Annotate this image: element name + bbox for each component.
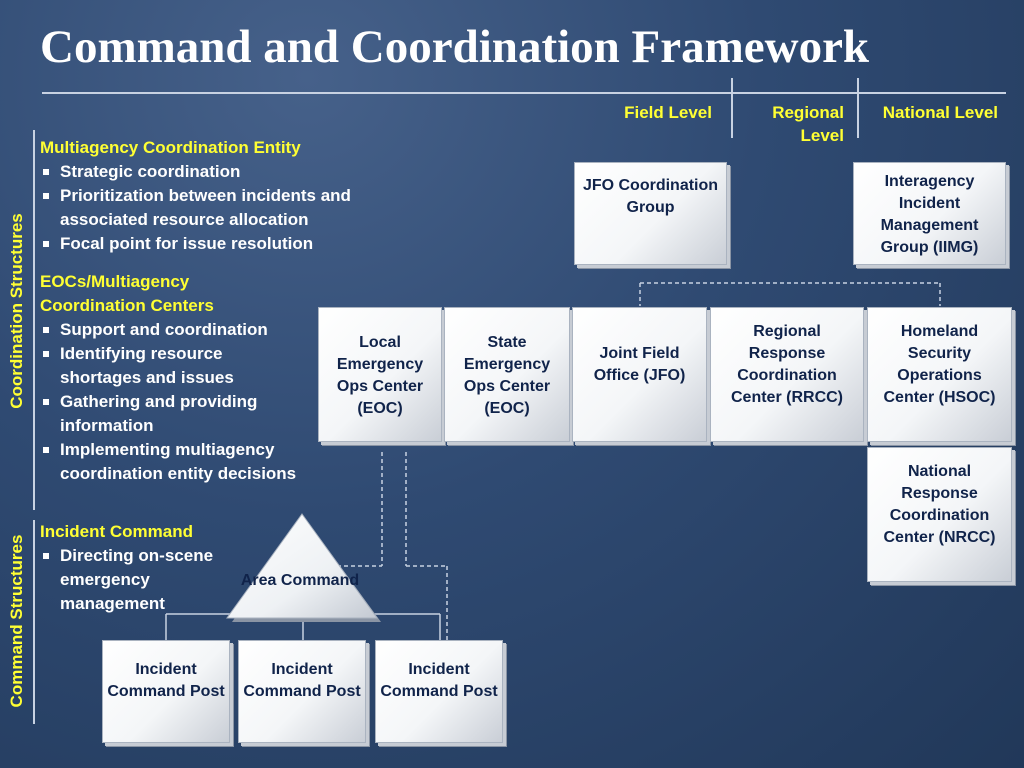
list-item: Support and coordination bbox=[40, 318, 312, 342]
rrcc-box: Regional Response Coordination Center (R… bbox=[710, 307, 864, 442]
nrcc-box: National Response Coordination Center (N… bbox=[867, 447, 1012, 582]
list-item: Focal point for issue resolution bbox=[40, 232, 410, 256]
box-label: Local Emergency Ops Center (EOC) bbox=[336, 334, 424, 417]
regional-level-header: Regional Level bbox=[772, 103, 844, 145]
box-label: Incident Command Post bbox=[107, 661, 225, 700]
area-command-triangle bbox=[226, 513, 378, 619]
national-level-header: National Level bbox=[882, 103, 998, 122]
incident-command-post-box-2: Incident Command Post bbox=[238, 640, 366, 743]
ic-section: Incident Command Directing on-scene emer… bbox=[40, 520, 240, 616]
incident-command-post-box-1: Incident Command Post bbox=[102, 640, 230, 743]
box-label: Interagency Incident Management Group (I… bbox=[880, 173, 979, 256]
incident-command-post-box-3: Incident Command Post bbox=[375, 640, 503, 743]
mac-heading: Multiagency Coordination Entity bbox=[40, 138, 301, 157]
iimg-box: Interagency Incident Management Group (I… bbox=[853, 162, 1006, 265]
title-divider bbox=[42, 92, 1006, 94]
column-divider-2 bbox=[857, 78, 859, 138]
list-item: Directing on-scene emergency management bbox=[40, 544, 232, 616]
command-side-line bbox=[33, 520, 35, 724]
coordination-side-line bbox=[33, 130, 35, 510]
eoc-section: EOCs/Multiagency Coordination Centers Su… bbox=[40, 270, 312, 486]
eoc-bullets: Support and coordination Identifying res… bbox=[40, 318, 312, 486]
local-eoc-box: Local Emergency Ops Center (EOC) bbox=[318, 307, 442, 442]
box-label: Regional Response Coordination Center (R… bbox=[731, 323, 843, 406]
box-label: Incident Command Post bbox=[243, 661, 361, 700]
jfo-box: Joint Field Office (JFO) bbox=[572, 307, 707, 442]
list-item: Prioritization between incidents and ass… bbox=[40, 184, 410, 232]
jfo-coordination-group-box: JFO Coordination Group bbox=[574, 162, 727, 265]
mac-section: Multiagency Coordination Entity Strategi… bbox=[40, 136, 410, 256]
hsoc-box: Homeland Security Operations Center (HSO… bbox=[867, 307, 1012, 442]
list-item: Identifying resource shortages and issue… bbox=[40, 342, 290, 390]
box-label: JFO Coordination Group bbox=[582, 177, 719, 216]
page-title: Command and Coordination Framework bbox=[40, 21, 870, 73]
ic-bullets: Directing on-scene emergency management bbox=[40, 544, 240, 616]
ic-heading: Incident Command bbox=[40, 522, 194, 541]
box-label: Joint Field Office (JFO) bbox=[593, 345, 686, 384]
box-label: Homeland Security Operations Center (HSO… bbox=[883, 323, 996, 406]
list-item: Gathering and providing information bbox=[40, 390, 310, 438]
field-level-header: Field Level bbox=[624, 103, 712, 122]
list-item: Strategic coordination bbox=[40, 160, 410, 184]
box-label: National Response Coordination Center (N… bbox=[883, 463, 996, 546]
box-label: Incident Command Post bbox=[380, 661, 498, 700]
mac-bullets: Strategic coordination Prioritization be… bbox=[40, 160, 410, 256]
list-item: Implementing multiagency coordination en… bbox=[40, 438, 312, 486]
area-command-label: Area Command bbox=[240, 572, 360, 589]
column-divider-1 bbox=[731, 78, 733, 138]
box-label: State Emergency Ops Center (EOC) bbox=[463, 334, 551, 417]
state-eoc-box: State Emergency Ops Center (EOC) bbox=[444, 307, 570, 442]
eoc-heading: EOCs/Multiagency Coordination Centers bbox=[40, 272, 214, 315]
